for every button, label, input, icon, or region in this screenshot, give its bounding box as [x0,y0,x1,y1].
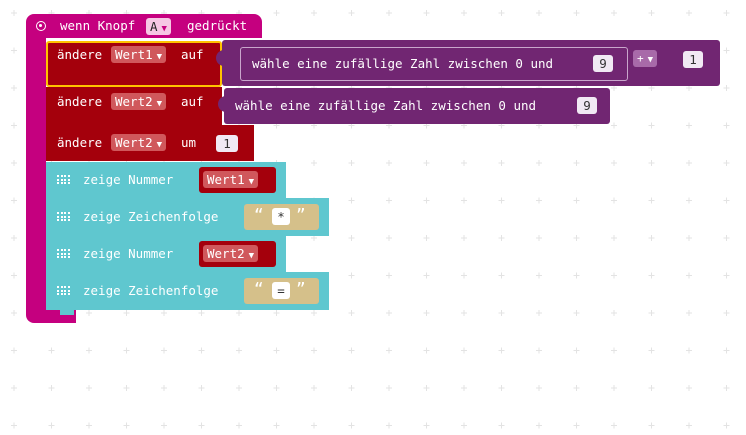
change-amount-input[interactable]: 1 [216,135,238,152]
variable-name: Wert1 [207,172,245,187]
variable-reporter-wert1[interactable]: Wert1▼ [199,167,276,193]
variable-name: Wert1 [115,47,153,62]
random-number-block-1[interactable]: wähle eine zufällige Zahl zwischen 0 und… [240,47,628,81]
event-suffix-label: gedrückt [187,18,248,33]
math-operator-dropdown[interactable]: +▼ [633,50,658,67]
variable-name: Wert2 [115,94,153,109]
random-label: wähle eine zufällige Zahl zwischen 0 und [252,56,554,71]
set-wert1-block[interactable]: ändere Wert1▼ auf [46,41,222,87]
triangle-down-icon: ▼ [156,99,163,109]
set-label: ändere [57,94,103,109]
variable-reporter-wert2[interactable]: Wert2▼ [199,241,276,267]
variable-dropdown-wert2[interactable]: Wert2▼ [111,134,167,151]
close-quote-icon: ” [296,279,306,298]
button-select-dropdown[interactable]: A▼ [146,18,171,35]
triangle-down-icon: ▼ [647,55,654,65]
close-quote-icon: ” [296,205,306,224]
operator-value: + [637,52,644,65]
random-label: wähle eine zufällige Zahl zwischen 0 und [235,98,537,113]
show-string-star-block[interactable]: zeige Zeichenfolge “ * ” [46,198,329,236]
show-number-label: zeige Nummer [83,172,174,187]
text-block-star[interactable]: “ * ” [244,204,319,230]
open-quote-icon: “ [254,279,264,298]
variable-dropdown-wert2[interactable]: Wert2▼ [111,93,167,110]
text-block-equals[interactable]: “ = ” [244,278,319,304]
show-string-label: zeige Zeichenfolge [83,283,219,298]
event-prefix-label: wenn Knopf [60,18,136,33]
variable-dropdown-wert1[interactable]: Wert1▼ [203,171,259,188]
show-number-label: zeige Nummer [83,246,174,261]
text-input-star[interactable]: * [272,208,290,225]
event-block-body [26,38,46,310]
button-value: A [150,19,158,34]
variable-name: Wert2 [207,246,245,261]
show-string-equals-block[interactable]: zeige Zeichenfolge “ = ” [46,272,329,310]
triangle-down-icon: ▼ [248,177,255,187]
set-wert2-block[interactable]: ändere Wert2▼ auf [46,87,222,125]
show-string-label: zeige Zeichenfolge [83,209,219,224]
variable-dropdown-wert1[interactable]: Wert1▼ [111,46,167,63]
show-number-wert1-block[interactable]: zeige Nummer Wert1▼ [46,162,286,198]
triangle-down-icon: ▼ [156,52,163,62]
random-max-input[interactable]: 9 [577,97,597,114]
variable-name: Wert2 [115,135,153,150]
radio-dot-icon [36,21,46,31]
random-max-input[interactable]: 9 [593,55,613,72]
set-label: ändere [57,47,103,62]
show-number-wert2-block[interactable]: zeige Nummer Wert2▼ [46,236,286,272]
change-label: ändere [57,135,103,150]
triangle-down-icon: ▼ [161,24,167,34]
addend-input[interactable]: 1 [683,51,703,68]
open-quote-icon: “ [254,205,264,224]
input-connector [216,50,224,66]
triangle-down-icon: ▼ [156,140,163,150]
text-input-equals[interactable]: = [272,282,290,299]
to-label: auf [181,94,204,109]
variable-dropdown-wert2[interactable]: Wert2▼ [203,245,259,262]
to-label: auf [181,47,204,62]
on-button-pressed-block[interactable]: wenn Knopf A▼ gedrückt [26,14,262,38]
by-label: um [181,135,197,150]
block-bottom-notch [60,310,74,315]
random-number-block-2[interactable]: wähle eine zufällige Zahl zwischen 0 und… [224,88,610,124]
change-wert2-block[interactable]: ändere Wert2▼ um 1 [46,125,254,161]
input-connector [218,96,226,112]
triangle-down-icon: ▼ [248,251,255,261]
